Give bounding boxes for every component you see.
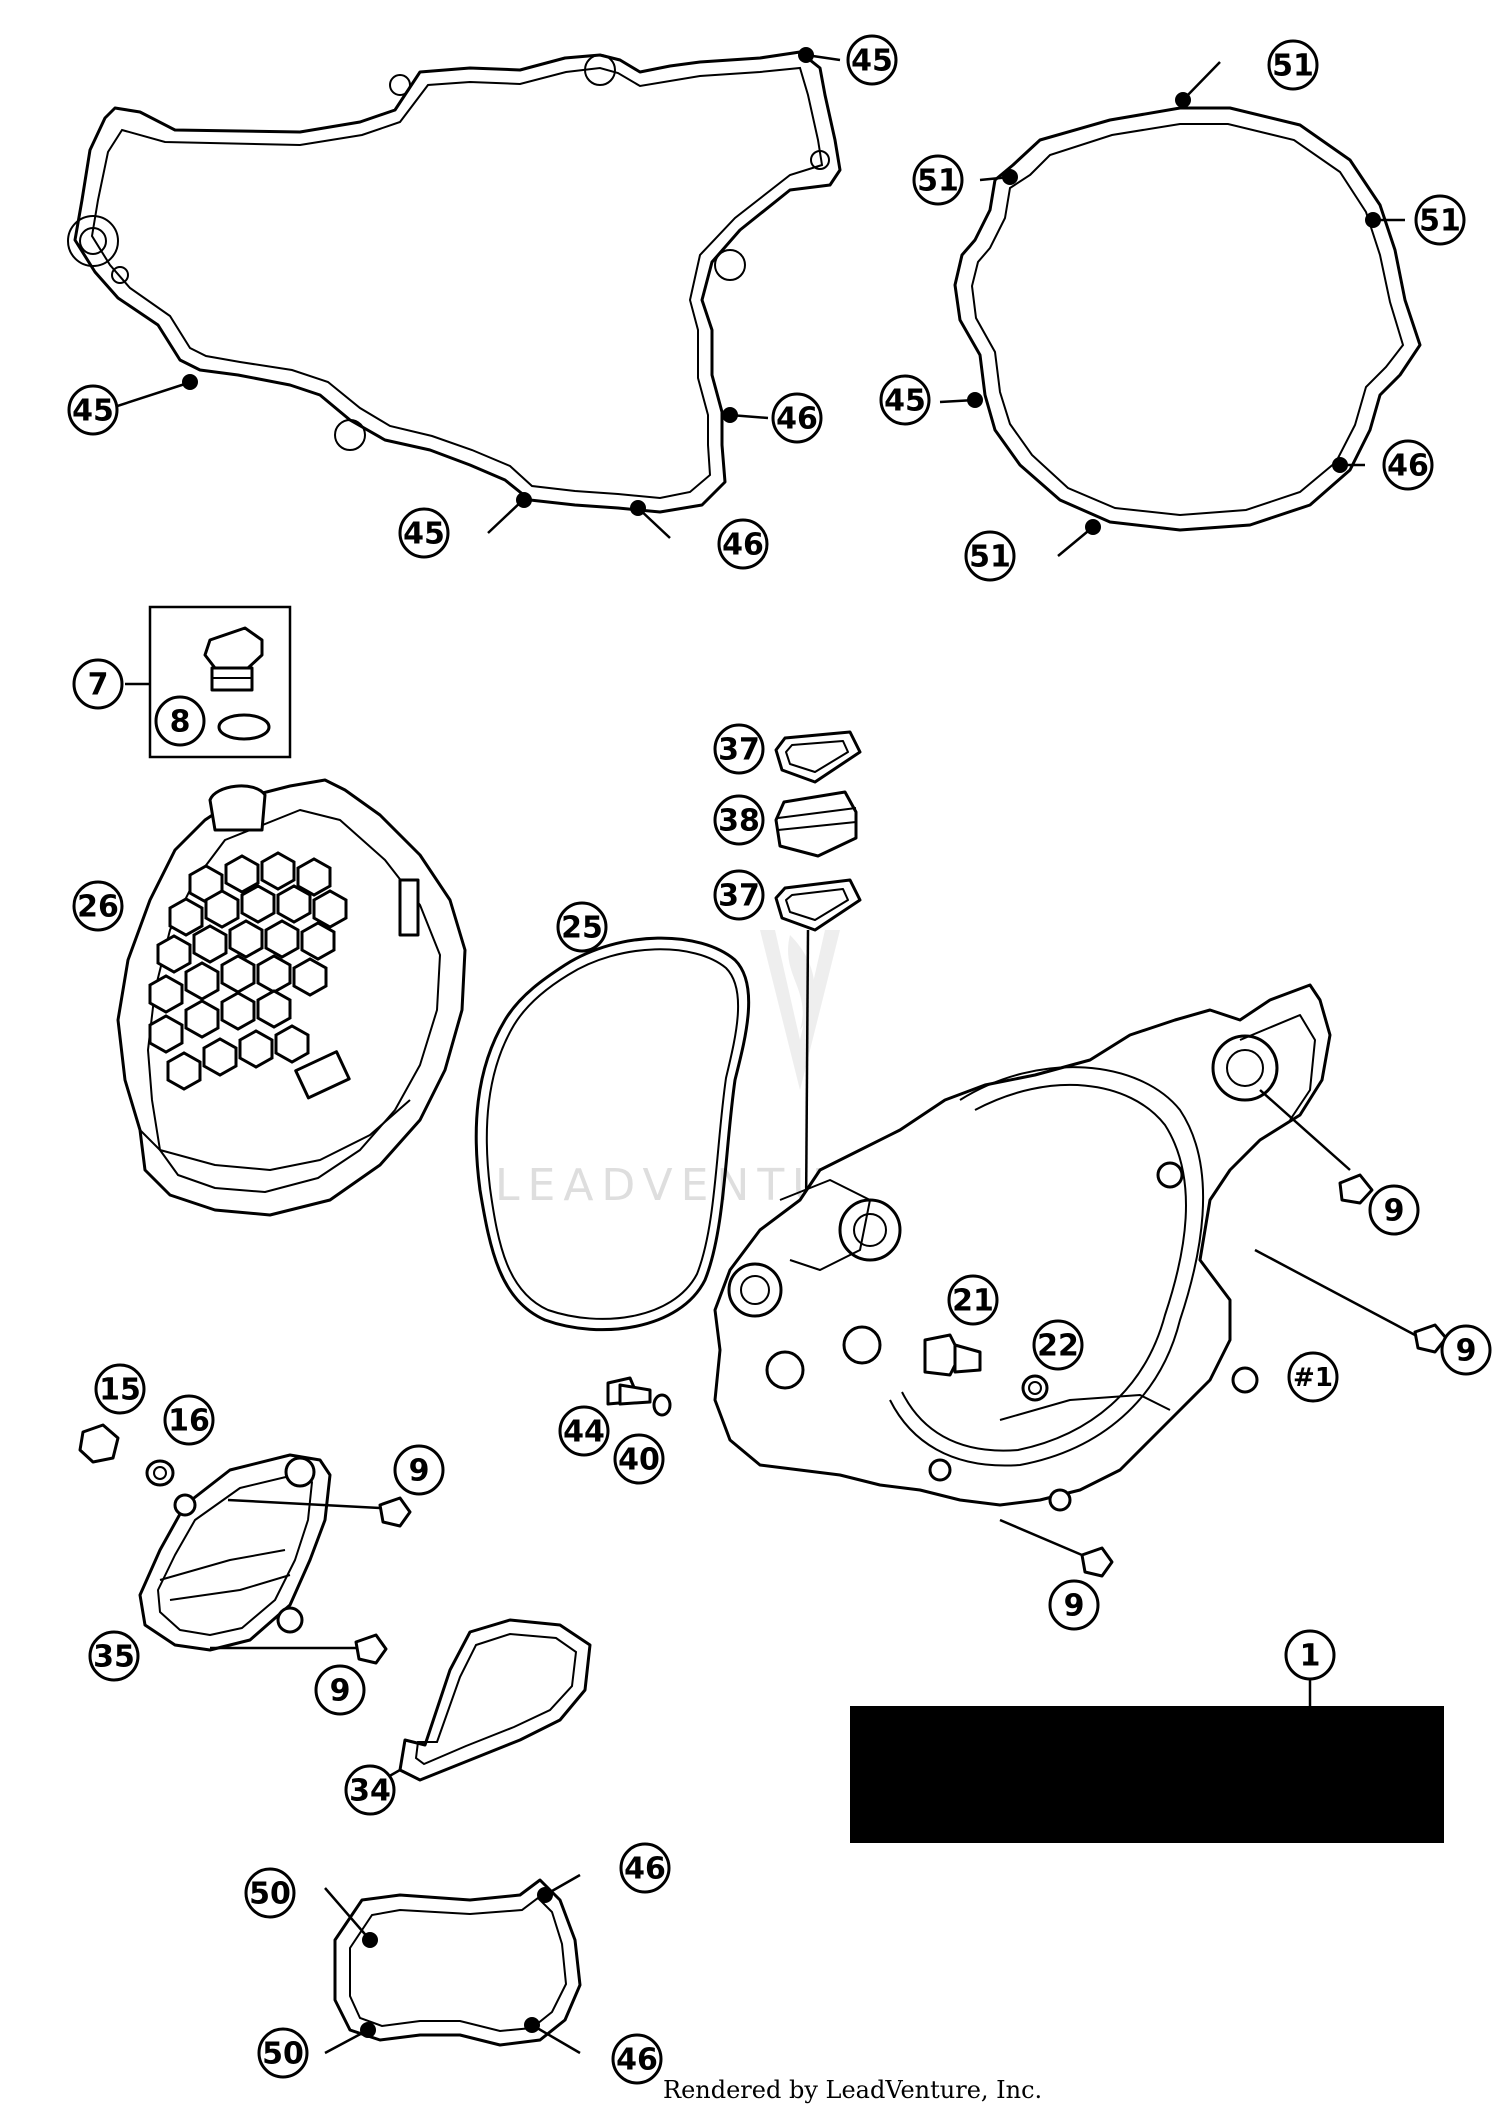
callout-label: 46	[776, 402, 818, 437]
callout-label: 9	[330, 1674, 351, 1709]
callout-45-left: 45	[67, 384, 119, 436]
callout-label: 34	[349, 1774, 391, 1809]
callout-51-bottom: 51	[964, 530, 1016, 582]
callout-label: 51	[917, 164, 959, 199]
callout-34: 34	[344, 1764, 396, 1816]
callout-45-top: 45	[846, 34, 898, 86]
callout-21: 21	[947, 1274, 999, 1326]
callout-8: 8	[154, 695, 206, 747]
render-credit: Rendered by LeadVenture, Inc.	[663, 2076, 1042, 2104]
callout-label: 37	[718, 733, 760, 768]
water-pump-cover	[138, 1453, 332, 1652]
callout-37-top: 37	[713, 723, 765, 775]
gasket-clutch-cover	[953, 106, 1422, 532]
callout-46-wp-bottom: 46	[611, 2033, 663, 2085]
callout-40: 40	[613, 1433, 665, 1485]
callout-label: 45	[851, 44, 893, 79]
callout-label: 51	[1419, 204, 1461, 239]
callout-label: 44	[563, 1415, 605, 1450]
dowel-pins	[354, 1173, 1448, 1665]
callout-label: 9	[1064, 1589, 1085, 1624]
callout-label: 9	[409, 1454, 430, 1489]
reed-gasket-stack	[774, 730, 862, 1216]
o-ring-cover	[474, 936, 751, 1332]
callout-35: 35	[88, 1630, 140, 1682]
outer-clutch-cover	[116, 778, 467, 1217]
water-pump-gasket	[398, 1618, 592, 1782]
callouts: 45 45 46 45 46 51 51 51 45 46 51 7 8 26 …	[67, 34, 1492, 2085]
callout-51-top: 51	[1267, 39, 1319, 91]
callout-50-top: 50	[244, 1867, 296, 1919]
callout-9-c: 9	[393, 1444, 445, 1496]
callout-label: 25	[561, 911, 603, 946]
callout-45-right: 45	[879, 374, 931, 426]
callout-label: 45	[403, 517, 445, 552]
callout-9-b: 9	[1440, 1324, 1492, 1376]
callout-16: 16	[163, 1394, 215, 1446]
callout-7: 7	[72, 658, 124, 710]
callout-label: 46	[1387, 449, 1429, 484]
callout-9-d: 9	[1048, 1579, 1100, 1631]
callout-label: 50	[262, 2037, 304, 2072]
callout-50-bottom: 50	[257, 2027, 309, 2079]
bolt-and-seal-44-40	[606, 1376, 672, 1417]
callout-label: 51	[969, 540, 1011, 575]
callout-label: 45	[884, 384, 926, 419]
callout-38: 38	[713, 794, 765, 846]
drain-screw-and-washer	[923, 1333, 1049, 1402]
callout-22: 22	[1032, 1319, 1084, 1371]
part-label-box	[850, 1678, 1444, 1843]
callout-hash1: #1	[1287, 1351, 1339, 1403]
callout-25: 25	[556, 901, 608, 953]
callout-46-bottom: 46	[717, 518, 769, 570]
callout-51-left: 51	[912, 154, 964, 206]
water-pump-gasket-lower	[333, 1878, 582, 2047]
callout-label: 9	[1384, 1194, 1405, 1229]
callout-label: 51	[1272, 49, 1314, 84]
callout-9-e: 9	[314, 1664, 366, 1716]
callout-1: 1	[1284, 1629, 1336, 1681]
callout-46-wp-top: 46	[619, 1842, 671, 1894]
callout-label: 46	[722, 528, 764, 563]
callout-label: 26	[77, 890, 119, 925]
outer-cover-honeycomb	[148, 851, 348, 1091]
callout-26: 26	[72, 880, 124, 932]
watermark-logo-icon	[760, 930, 840, 1090]
callout-label: 9	[1456, 1334, 1477, 1369]
callout-51-right: 51	[1414, 194, 1466, 246]
attachment-dots	[182, 47, 1381, 2038]
bleeder-screw-15-16	[78, 1423, 175, 1487]
callout-label: 8	[170, 705, 191, 740]
callout-15: 15	[94, 1363, 146, 1415]
callout-label: 40	[618, 1443, 660, 1478]
callout-label: 38	[718, 804, 760, 839]
callout-label: 16	[168, 1404, 210, 1439]
gasket-crankcase-left	[67, 50, 842, 514]
callout-label: 1	[1300, 1639, 1321, 1674]
callout-46-mid: 46	[771, 392, 823, 444]
callout-37-bottom: 37	[713, 869, 765, 921]
callout-label: 35	[93, 1640, 135, 1675]
callout-label: 15	[99, 1373, 141, 1408]
callout-label: #1	[1293, 1363, 1333, 1393]
callout-label: 37	[718, 879, 760, 914]
callout-label: 7	[88, 668, 109, 703]
callout-label: 46	[624, 1852, 666, 1887]
callout-label: 21	[952, 1284, 994, 1319]
callout-label: 22	[1037, 1329, 1079, 1364]
callout-label: 46	[616, 2043, 658, 2078]
inner-clutch-cover	[713, 983, 1416, 1557]
callout-44: 44	[558, 1405, 610, 1457]
callout-label: 45	[72, 394, 114, 429]
callout-45-bottom: 45	[398, 507, 450, 559]
callout-9-a: 9	[1368, 1184, 1420, 1236]
callout-label: 50	[249, 1877, 291, 1912]
callout-46-right: 46	[1382, 439, 1434, 491]
